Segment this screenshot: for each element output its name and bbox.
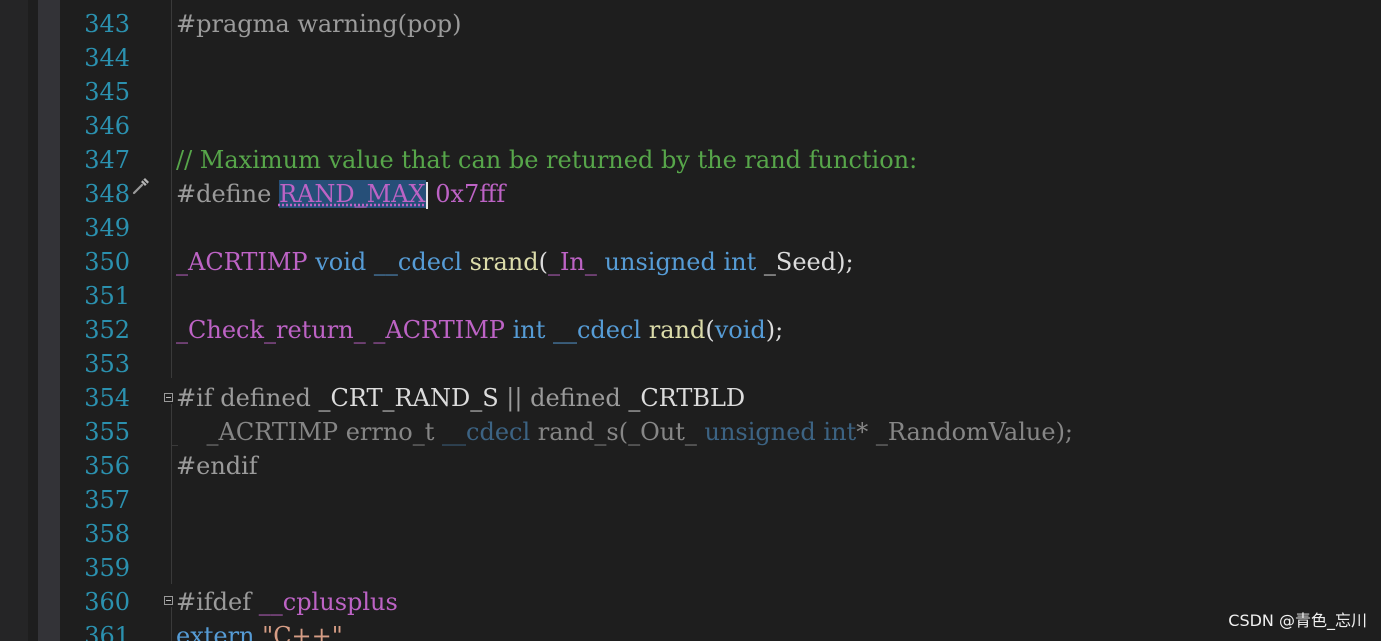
code-line[interactable]: // Maximum value that can be returned by… — [176, 143, 917, 177]
keyword-token: void — [315, 248, 367, 276]
line-number: 360 — [84, 588, 130, 616]
line-number: 355 — [84, 418, 130, 446]
punctuation: ( — [705, 316, 715, 344]
macro-value: 0x7fff — [427, 180, 506, 208]
line-number: 358 — [84, 520, 130, 548]
code-token: * _RandomValue); — [856, 418, 1074, 446]
selected-macro[interactable]: RAND_MAX — [278, 180, 426, 208]
inactive-code-line[interactable]: _ACRTIMP errno_t __cdecl rand_s(_Out_ un… — [176, 415, 1074, 449]
keyword-token: extern — [176, 622, 263, 641]
parameter-token: _Seed); — [756, 248, 854, 276]
macro-token: _ACRTIMP — [373, 316, 505, 344]
preprocessor-operator: defined — [220, 384, 311, 412]
code-token: _ACRTIMP errno_t — [176, 418, 443, 446]
preprocessor-keyword: #ifdef — [176, 588, 259, 616]
keyword-token: unsigned — [704, 418, 816, 446]
line-number: 354 — [84, 384, 130, 412]
function-name: srand — [469, 248, 539, 276]
outline-guide — [171, 404, 172, 584]
watermark: CSDN @青色_忘川 — [1228, 611, 1367, 630]
preprocessor-keyword: #define — [176, 180, 279, 208]
line-number: 352 — [84, 316, 130, 344]
preprocessor-directive: #endif — [176, 452, 258, 480]
line-number: 348 — [84, 180, 130, 208]
code-line[interactable]: _Check_return_ _ACRTIMP int __cdecl rand… — [176, 313, 783, 347]
line-number: 353 — [84, 350, 130, 378]
function-name: rand — [648, 316, 706, 344]
macro-token: _ACRTIMP — [176, 248, 308, 276]
whitespace — [641, 316, 649, 344]
line-number: 361 — [84, 622, 130, 641]
string-literal: "C++" — [262, 622, 343, 641]
indicator-margin[interactable] — [38, 0, 60, 641]
line-number: 349 — [84, 214, 130, 242]
macro-token: _In_ — [547, 248, 597, 276]
punctuation: ); — [765, 316, 784, 344]
outline-guide — [171, 0, 172, 378]
text-caret — [425, 182, 428, 209]
code-line[interactable]: _ACRTIMP void __cdecl srand(_In_ unsigne… — [176, 245, 854, 279]
code-line[interactable]: #ifdef __cplusplus — [176, 585, 398, 619]
line-number: 351 — [84, 282, 130, 310]
macro-token: __cplusplus — [258, 588, 398, 616]
punctuation: ( — [538, 248, 548, 276]
whitespace — [545, 316, 553, 344]
macro-token: _CRTBLD — [620, 384, 746, 412]
line-number: 350 — [84, 248, 130, 276]
line-number: 359 — [84, 554, 130, 582]
collapse-toggle[interactable] — [164, 596, 173, 605]
code-token: rand_s(_Out_ — [530, 418, 705, 446]
keyword-token: int — [512, 316, 546, 344]
line-number: 345 — [84, 78, 130, 106]
code-comment: // Maximum value that can be returned by… — [176, 146, 918, 174]
code-line[interactable]: extern "C++" — [176, 619, 343, 641]
whitespace — [462, 248, 470, 276]
code-line[interactable]: #pragma warning(pop) — [176, 7, 462, 41]
whitespace — [366, 248, 374, 276]
keyword-token: int — [823, 418, 857, 446]
preprocessor-operator: defined — [530, 384, 621, 412]
whitespace — [505, 316, 513, 344]
line-number: 356 — [84, 452, 130, 480]
keyword-token: void — [714, 316, 766, 344]
code-line[interactable]: #if defined _CRT_RAND_S || defined _CRTB… — [176, 381, 745, 415]
keyword-token: unsigned — [604, 248, 716, 276]
line-number: 343 — [84, 10, 130, 38]
collapse-toggle[interactable] — [164, 393, 173, 402]
operator-token: || — [498, 384, 531, 412]
screwdriver-icon[interactable] — [131, 176, 151, 196]
line-number: 357 — [84, 486, 130, 514]
keyword-token: __cdecl — [552, 316, 642, 344]
code-line[interactable]: #endif — [176, 449, 258, 483]
line-number: 347 — [84, 146, 130, 174]
outline-guide — [171, 607, 172, 641]
code-line[interactable]: #define RAND_MAX 0x7fff — [176, 177, 505, 211]
keyword-token: __cdecl — [373, 248, 463, 276]
line-number: 344 — [84, 44, 130, 72]
keyword-token: __cdecl — [442, 418, 531, 446]
preprocessor-directive: #pragma warning(pop) — [176, 10, 462, 38]
macro-token: _Check_return_ — [176, 316, 366, 344]
whitespace — [597, 248, 605, 276]
keyword-token: int — [723, 248, 757, 276]
editor-left-margin — [0, 0, 28, 641]
outline-guide-end — [171, 445, 178, 446]
preprocessor-keyword: #if — [176, 384, 221, 412]
line-number: 346 — [84, 112, 130, 140]
macro-token: _CRT_RAND_S — [310, 384, 499, 412]
